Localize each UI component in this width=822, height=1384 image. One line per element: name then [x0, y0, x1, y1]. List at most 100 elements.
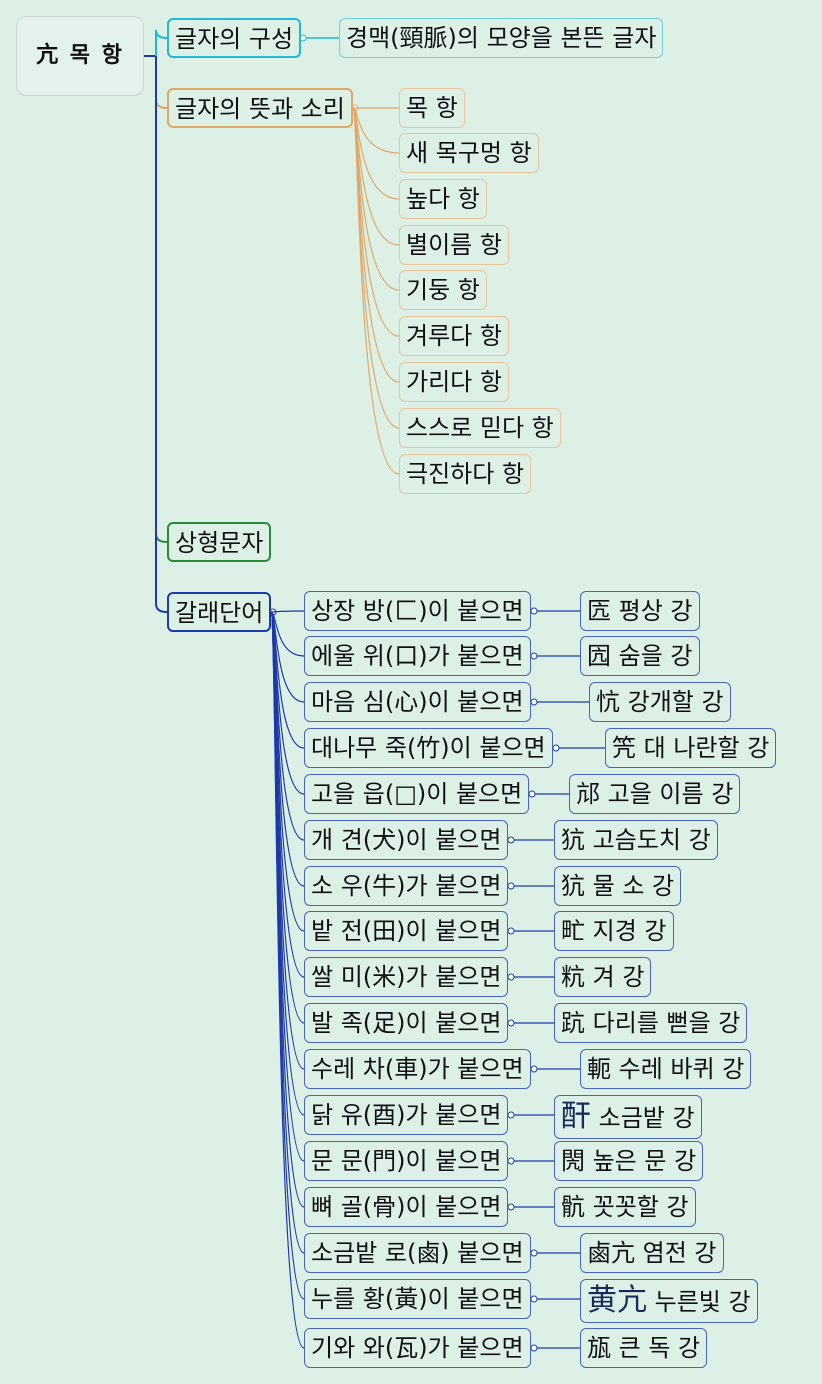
branch-pictograph: 상형문자 — [167, 522, 272, 562]
result-node: 忼 강개할 강 — [589, 682, 731, 722]
connector-knob — [507, 1157, 515, 1165]
result-text: 큰 독 강 — [618, 1334, 701, 1362]
result-node: 粇 겨 강 — [554, 957, 652, 997]
meaning-item: 별이름 항 — [399, 225, 509, 265]
connector — [155, 29, 168, 56]
result-text: 수레 바퀴 강 — [618, 1055, 745, 1083]
radical-node: 밭 전(田)이 붙으면 — [304, 911, 509, 951]
structure-description: 경맥(頸脈)의 모양을 본뜬 글자 — [339, 18, 664, 58]
result-node: 鹵亢 염전 강 — [580, 1233, 724, 1273]
branch-derived-words: 갈래단어 — [167, 592, 272, 632]
result-char: 瓬 — [587, 1334, 611, 1362]
radical-node: 닭 유(酉)가 붙으면 — [304, 1095, 509, 1135]
result-char: 匟 — [587, 597, 611, 625]
connector-knob — [552, 744, 560, 752]
branch-structure: 글자의 구성 — [167, 18, 302, 58]
result-text: 강개할 강 — [627, 688, 724, 716]
result-node: 瓬 큰 독 강 — [580, 1328, 708, 1368]
radical-node: 개 견(犬)이 붙으면 — [304, 820, 509, 860]
radical-node: 쌀 미(米)가 붙으면 — [304, 957, 509, 997]
radical-node: 뼈 골(骨)이 붙으면 — [304, 1187, 509, 1227]
result-char: 甿 — [561, 917, 585, 945]
radical-node: 마음 심(心)이 붙으면 — [304, 682, 531, 722]
connector — [270, 611, 305, 1349]
root-node: 亢 목 항 — [16, 16, 144, 96]
connector-knob — [507, 1203, 515, 1211]
result-char: 囥 — [587, 642, 611, 670]
result-char: 犺 — [561, 826, 585, 854]
result-text: 높은 문 강 — [592, 1147, 697, 1175]
connector — [352, 107, 400, 154]
radical-node: 문 문(門)이 붙으면 — [304, 1141, 509, 1181]
result-text: 염전 강 — [642, 1239, 717, 1267]
result-node: 邟 고을 이름 강 — [569, 774, 741, 814]
result-text: 고을 이름 강 — [607, 780, 734, 808]
radical-node: 발 족(足)이 붙으면 — [304, 1003, 509, 1043]
result-text: 고슴도치 강 — [592, 826, 711, 854]
connector-knob — [530, 607, 538, 615]
result-text: 다리를 뻗을 강 — [592, 1009, 741, 1037]
connector-knob — [530, 1249, 538, 1257]
meaning-item: 높다 항 — [399, 179, 487, 219]
radical-node: 소금밭 로(鹵) 붙으면 — [304, 1233, 531, 1273]
branch-meaning-sound: 글자의 뜻과 소리 — [167, 88, 353, 128]
meaning-item: 스스로 믿다 항 — [399, 408, 561, 448]
radical-node: 누를 황(黃)이 붙으면 — [304, 1279, 531, 1319]
meaning-item: 목 항 — [399, 88, 465, 128]
result-char: 骯 — [561, 1193, 585, 1221]
result-char: 閌 — [561, 1147, 585, 1175]
meaning-item: 겨루다 항 — [399, 316, 509, 356]
radical-node: 고을 읍(□)이 붙으면 — [304, 774, 530, 814]
result-char: 䟘 — [561, 1009, 585, 1037]
result-node: 甿 지경 강 — [554, 911, 674, 951]
result-node: 犺 고슴도치 강 — [554, 820, 718, 860]
result-char: 邟 — [576, 780, 600, 808]
result-node: 䟘 다리를 뻗을 강 — [554, 1003, 748, 1043]
result-char: 笐 — [612, 734, 636, 762]
result-char: 黄亢 — [587, 1283, 647, 1318]
radical-node: 에울 위(口)가 붙으면 — [304, 636, 531, 676]
result-char: 犺 — [561, 872, 585, 900]
result-text: 소금밭 강 — [598, 1104, 695, 1132]
connector-knob — [530, 1344, 538, 1352]
result-text: 누른빛 강 — [654, 1288, 751, 1316]
connector-knob — [507, 836, 515, 844]
connector — [155, 56, 168, 543]
result-text: 숨을 강 — [618, 642, 693, 670]
meaning-item: 극진하다 항 — [399, 454, 532, 494]
result-char: 粇 — [561, 963, 585, 991]
connector — [270, 610, 305, 613]
result-node: 囥 숨을 강 — [580, 636, 700, 676]
result-node: 犺 물 소 강 — [554, 866, 682, 906]
connector-knob — [530, 698, 538, 706]
result-char: 鹵亢 — [587, 1239, 635, 1267]
result-char: 軛 — [587, 1055, 611, 1083]
connector-knob — [507, 973, 515, 981]
radical-node: 대나무 죽(竹)이 붙으면 — [304, 728, 553, 768]
result-char: 酐 — [561, 1099, 591, 1134]
connector-knob — [530, 652, 538, 660]
connector-knob — [507, 882, 515, 890]
meaning-item: 기둥 항 — [399, 270, 487, 310]
meaning-item: 새 목구멍 항 — [399, 133, 539, 173]
result-text: 대 나란할 강 — [643, 734, 770, 762]
connector — [155, 56, 168, 613]
result-node: 酐 소금밭 강 — [554, 1095, 702, 1139]
connector-knob — [530, 1295, 538, 1303]
radical-node: 기와 와(瓦)가 붙으면 — [304, 1328, 531, 1368]
connector-knob — [507, 927, 515, 935]
result-node: 匟 평상 강 — [580, 591, 700, 631]
result-text: 꼿꼿할 강 — [592, 1193, 689, 1221]
result-node: 笐 대 나란할 강 — [605, 728, 777, 768]
meaning-item: 가리다 항 — [399, 362, 509, 402]
result-text: 평상 강 — [618, 597, 693, 625]
connector-knob — [507, 1111, 515, 1119]
radical-node: 상장 방(匚)이 붙으면 — [304, 591, 531, 631]
connector — [352, 107, 400, 475]
connector-knob — [528, 790, 536, 798]
result-text: 물 소 강 — [592, 872, 675, 900]
connector-knob — [507, 1019, 515, 1027]
radical-node: 소 우(牛)가 붙으면 — [304, 866, 509, 906]
result-node: 軛 수레 바퀴 강 — [580, 1049, 752, 1089]
